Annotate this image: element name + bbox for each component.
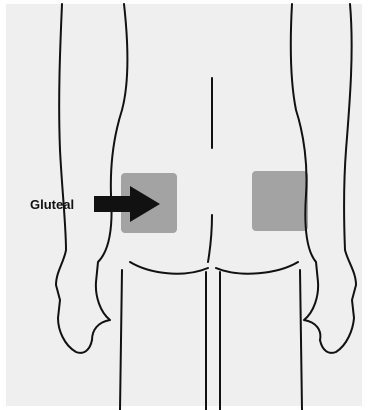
left-buttock-crease: [130, 262, 208, 274]
right-leg-outer: [300, 270, 302, 410]
gluteal-label: Gluteal: [30, 197, 74, 212]
left-arm-outline: [56, 4, 92, 353]
gluteal-cleft: [208, 215, 212, 262]
right-gluteal-zone: [252, 171, 308, 231]
left-leg-outer: [120, 270, 122, 410]
right-buttock-crease: [216, 262, 298, 274]
right-arm-outline: [320, 4, 356, 353]
